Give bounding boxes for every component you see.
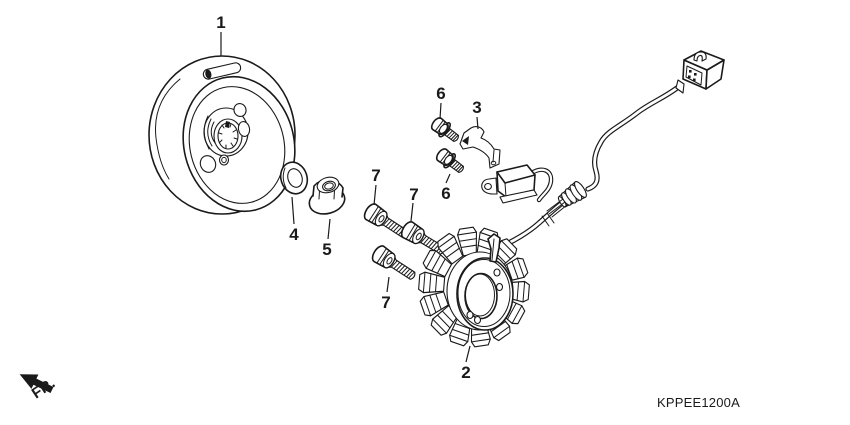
callout-nut: 5 <box>322 240 331 259</box>
timing-slot <box>202 62 242 80</box>
callout-socket-bolt-3: 7 <box>381 293 390 312</box>
drum-back-edge <box>155 78 181 180</box>
callout-flywheel: 1 <box>216 13 225 32</box>
face-hole <box>233 103 247 117</box>
ring-hole <box>466 310 474 320</box>
pulse-generator <box>481 164 554 204</box>
center-hole <box>464 272 498 320</box>
stator <box>417 226 531 348</box>
face-hole <box>221 156 227 164</box>
callout-socket-bolt-1: 7 <box>371 166 380 185</box>
callout-stator: 2 <box>461 363 470 382</box>
flange-bolt-2 <box>433 145 469 178</box>
grommet <box>557 181 587 208</box>
washer <box>279 161 309 195</box>
ring-hole <box>473 315 482 325</box>
latch-clip <box>693 51 707 62</box>
arrow-icon <box>19 374 54 394</box>
diagram-code: KPPEE1200A <box>657 395 740 410</box>
keyway-notch <box>225 121 230 128</box>
ring-hole <box>493 268 501 277</box>
leader-lines <box>220 32 479 363</box>
hub <box>203 107 249 157</box>
fr-direction-arrow: FR. <box>19 374 58 402</box>
callout-flange-bolt-upper: 6 <box>436 84 445 103</box>
wire-bundle <box>541 198 568 227</box>
wire-connector <box>675 50 725 94</box>
flywheel-rotor <box>148 55 296 215</box>
base-plate <box>499 189 538 204</box>
face-hole <box>218 154 230 166</box>
callout-socket-bolt-2: 7 <box>409 185 418 204</box>
wire-clamp-tab <box>487 233 501 263</box>
callout-bracket: 3 <box>472 98 481 117</box>
harness-upper <box>585 85 680 192</box>
flange-bolt-1 <box>428 114 464 147</box>
flange-nut <box>308 176 346 215</box>
tape-marks <box>541 212 555 227</box>
socket-bolt-3 <box>369 242 420 286</box>
face-hole <box>237 121 251 137</box>
callout-washer: 4 <box>289 225 299 244</box>
callout-flange-bolt-lower: 6 <box>441 184 450 203</box>
ring-hole <box>495 282 504 292</box>
wire-bracket <box>459 126 501 169</box>
face-hole <box>199 155 217 173</box>
